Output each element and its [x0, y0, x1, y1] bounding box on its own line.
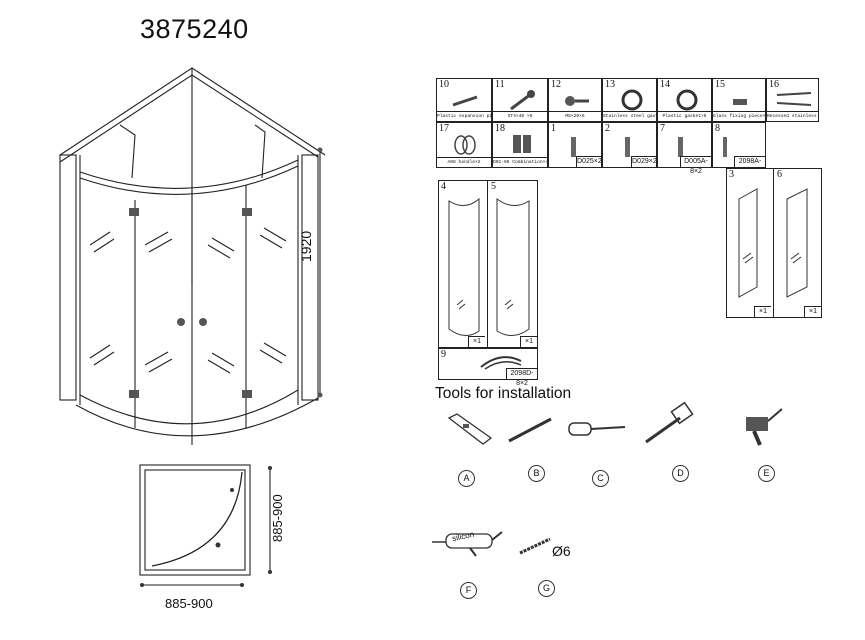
part-cell-7: 7 D005A-8×2: [657, 122, 712, 175]
part-caption: ×1: [754, 306, 771, 317]
part-cell-16: 16 Recessed stainless steel nut×2: [766, 78, 819, 122]
part-caption: Plastic expansion pipe×6: [437, 111, 491, 121]
product-code-title: 3875240: [140, 14, 249, 44]
part-caption: ×1: [520, 336, 537, 347]
nut-icon: [776, 92, 812, 106]
part-cell-1: 1 D025×2: [548, 122, 602, 168]
tool-letter-e: E: [758, 465, 775, 482]
part-number: 14: [660, 79, 670, 90]
part-caption: ×1: [804, 306, 821, 317]
tool-letter-f: F: [460, 582, 477, 599]
part-caption: D029×2: [631, 156, 657, 167]
pencil-icon: [508, 417, 552, 443]
part-number: 17: [439, 123, 449, 134]
spirit-level-icon: [447, 413, 493, 445]
power-drill-icon: [746, 408, 783, 446]
part-cell-13: 13 Stainless steel gasket×6: [602, 78, 657, 122]
part-caption: Recessed stainless steel nut×2: [767, 111, 818, 121]
bolt-icon: [565, 96, 589, 106]
part-caption: Glass fixing piece×2: [713, 111, 765, 121]
part-number: 2: [605, 123, 610, 134]
part-caption: M5×20×6: [549, 111, 601, 121]
part-caption: 2098A-8×2: [734, 156, 765, 175]
screw-icon: [510, 90, 535, 111]
part-number: 12: [551, 79, 561, 90]
tools-heading: Tools for installation: [435, 385, 572, 402]
drill-bit-size: Ø6: [552, 543, 571, 559]
part-number: 3: [729, 169, 734, 180]
plastic-gasket-icon: [676, 89, 698, 111]
part-caption: ST4×40 ×6: [493, 111, 547, 121]
tool-letter-b: B: [528, 465, 545, 482]
curved-glass-icon: [448, 197, 530, 336]
part-number: 1: [551, 123, 556, 134]
plan-depth-dimension: 885-900: [270, 494, 285, 542]
part-caption: Stainless steel gasket×6: [603, 111, 656, 121]
tool-letter-d: D: [672, 465, 689, 482]
part-number: 16: [769, 79, 779, 90]
part-cell-10: 10 Plastic expansion pipe×6: [436, 78, 492, 122]
steel-gasket-icon: [621, 89, 643, 111]
expansion-pipe-icon: [452, 95, 478, 107]
tool-letter-g: G: [538, 580, 555, 597]
part-caption: D01-06 Combination×4: [493, 157, 547, 167]
part-cell-17: 17 A08 handle×2: [436, 122, 492, 168]
part-cell-14: 14 Plastic gasket×6: [657, 78, 712, 122]
tool-letter-c: C: [592, 470, 609, 487]
part-cell-8: 8 2098A-8×2: [712, 122, 766, 175]
part-cell-2: 2 D029×2: [602, 122, 657, 168]
part-cell-18: 18 D01-06 Combination×4: [492, 122, 548, 168]
plan-width-dimension: 885-900: [165, 596, 213, 611]
drill-bit-icon: [519, 537, 551, 555]
handle-icon: [454, 135, 476, 155]
part-cell-15: 15 Glass fixing piece×2: [712, 78, 766, 122]
part-number: 6: [777, 169, 782, 180]
glass-panels-3-6: 3 6 ×1 ×1: [726, 168, 822, 318]
screwdriver-icon: [568, 422, 626, 436]
part-caption: Plastic gasket×6: [658, 111, 711, 121]
height-dimension: 1920: [298, 230, 314, 262]
part-number: 13: [605, 79, 615, 90]
profile-icon: [678, 137, 683, 157]
part-number: 4: [441, 181, 446, 192]
flat-glass-icon: [738, 188, 808, 298]
part-number: 5: [491, 181, 496, 192]
fixing-piece-icon: [733, 99, 747, 105]
rubber-mallet-icon: [645, 402, 694, 444]
profile-icon: [625, 137, 630, 157]
seal-strip-icon: [480, 356, 522, 370]
part-cell-12: 12 M5×20×6: [548, 78, 602, 122]
part-number: 10: [439, 79, 449, 90]
part-cell-11: 11 ST4×40 ×6: [492, 78, 548, 122]
part-caption: 2098D-8×2: [506, 368, 537, 387]
profile-icon: [571, 137, 576, 157]
part-caption: ×1: [468, 336, 485, 347]
glass-panels-4-5: 4 5 ×1 ×1: [438, 180, 538, 348]
tool-letter-a: A: [458, 470, 475, 487]
part-number: 18: [495, 123, 505, 134]
plan-view-drawing: [139, 464, 272, 587]
part-cell-9: 9 2098D-8×2: [438, 348, 538, 387]
silicone-gun-icon: [432, 531, 503, 557]
part-number: 15: [715, 79, 725, 90]
profile-icon: [723, 137, 727, 157]
part-number: 7: [660, 123, 665, 134]
combination-icon: [513, 135, 531, 153]
part-caption: D005A-8×2: [680, 156, 711, 175]
part-caption: A08 handle×2: [437, 157, 491, 167]
part-caption: D025×2: [576, 156, 602, 167]
part-number: 9: [441, 349, 446, 360]
shower-enclosure-drawing: [59, 67, 326, 445]
part-number: 8: [715, 123, 720, 134]
part-number: 11: [495, 79, 505, 90]
